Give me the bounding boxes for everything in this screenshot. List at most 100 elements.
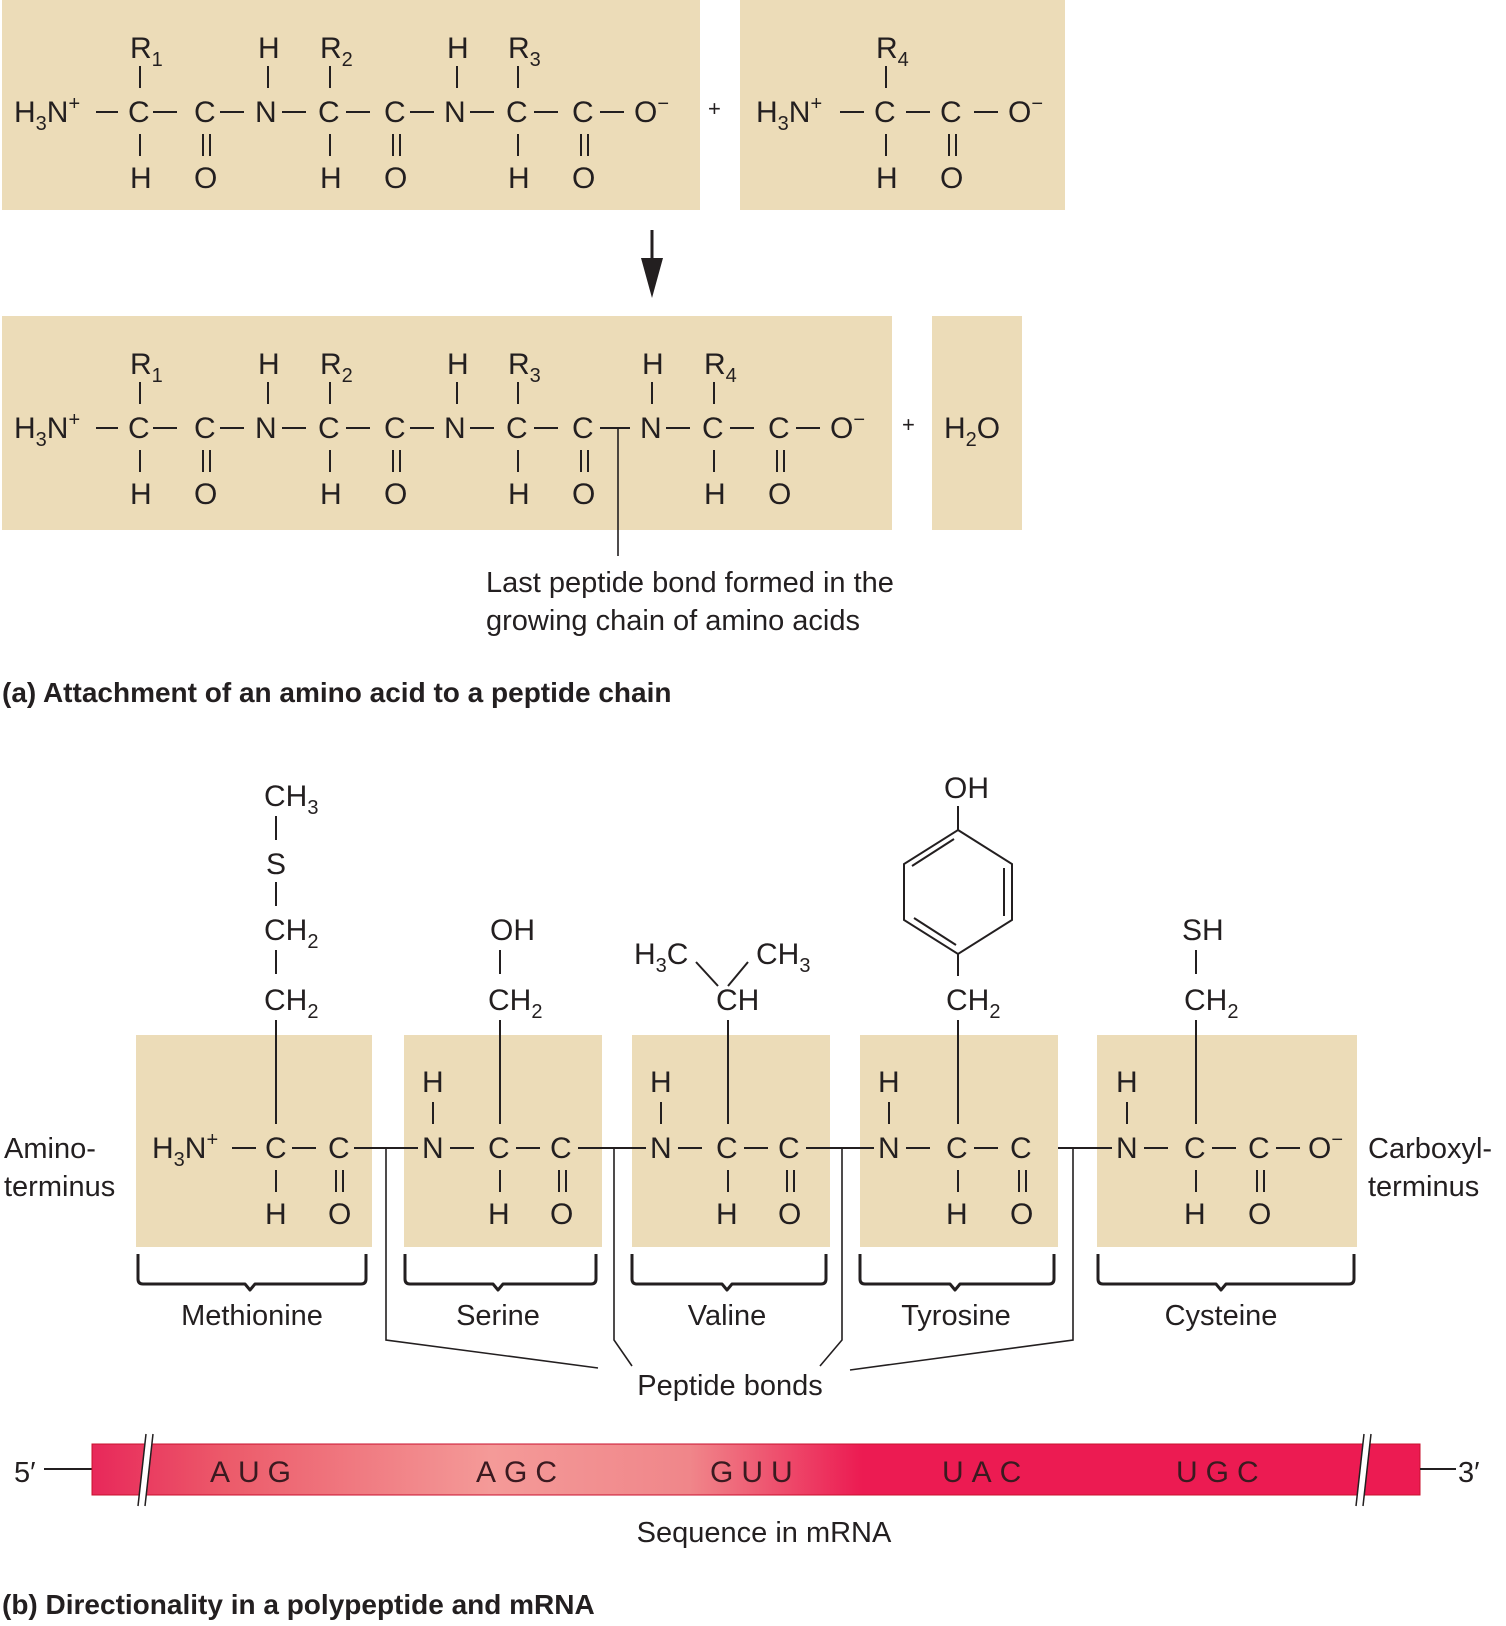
- svg-text:CH3: CH3: [756, 938, 810, 977]
- five-prime-label: 5′: [14, 1457, 36, 1489]
- svg-text:N: N: [255, 412, 277, 445]
- water-box: [932, 316, 1022, 530]
- plus-sign: +: [708, 96, 721, 121]
- methionine-label: Methionine: [181, 1300, 323, 1332]
- svg-text:N: N: [444, 412, 466, 445]
- peptide-bonds-leaders: [385, 1148, 1074, 1371]
- svg-text:C: C: [940, 96, 962, 129]
- svg-text:O: O: [328, 1198, 351, 1231]
- panel-a: H3N+ C C N C C N C C O− R1 H R2: [2, 0, 1065, 708]
- residue-braces: [136, 1254, 1356, 1292]
- annotation-line2: growing chain of amino acids: [486, 605, 860, 637]
- tyrosine-structure: OH CH2 H N C C H O: [878, 772, 1033, 1231]
- svg-text:C: C: [328, 1132, 350, 1165]
- svg-text:H: H: [650, 1066, 672, 1099]
- svg-text:CH2: CH2: [264, 984, 318, 1023]
- reaction-arrow-icon: [641, 230, 663, 298]
- svg-text:C: C: [1010, 1132, 1032, 1165]
- valine-structure: H3C CH3 CH H N C C H O: [634, 938, 810, 1231]
- svg-text:O: O: [194, 478, 217, 511]
- svg-text:C: C: [318, 412, 340, 445]
- svg-text:OH: OH: [490, 914, 535, 947]
- svg-text:O: O: [384, 478, 407, 511]
- svg-text:CH2: CH2: [488, 984, 542, 1023]
- tetrapeptide-structure: H3N+ C C N C C N C C N C C O− R: [14, 348, 865, 511]
- tripeptide-structure: H3N+ C C N C C N C C O− R1 H R2: [14, 32, 669, 195]
- svg-text:H: H: [258, 32, 280, 65]
- svg-text:N: N: [422, 1132, 444, 1165]
- svg-text:O: O: [778, 1198, 801, 1231]
- svg-text:C: C: [194, 96, 216, 129]
- three-prime-label: 3′: [1458, 1457, 1480, 1489]
- panel-a-caption: (a) Attachment of an amino acid to a pep…: [2, 677, 671, 708]
- svg-text:N: N: [650, 1132, 672, 1165]
- svg-text:H: H: [130, 478, 152, 511]
- svg-text:H: H: [642, 348, 664, 381]
- svg-text:H: H: [320, 478, 342, 511]
- carboxyl-terminus-line1: Carboxyl-: [1368, 1133, 1492, 1165]
- panel-b: Amino- terminus Carboxyl- terminus CH3 S…: [2, 772, 1492, 1620]
- svg-text:H: H: [447, 32, 469, 65]
- svg-text:OH: OH: [944, 772, 989, 805]
- svg-text:N: N: [640, 412, 662, 445]
- amino-acid-box: [740, 0, 1065, 210]
- cysteine-box: [1097, 1035, 1357, 1247]
- product-chain-box: [2, 316, 892, 530]
- svg-text:O: O: [1010, 1198, 1033, 1231]
- svg-text:H: H: [876, 162, 898, 195]
- svg-text:H: H: [258, 348, 280, 381]
- svg-text:H: H: [1116, 1066, 1138, 1099]
- codon-agc: AGC: [476, 1456, 565, 1489]
- svg-text:CH2: CH2: [1184, 984, 1238, 1023]
- codon-aug: AUG: [210, 1456, 299, 1489]
- codon-guu: GUU: [710, 1456, 801, 1489]
- peptide-bonds-label: Peptide bonds: [637, 1370, 822, 1402]
- mrna-strand: 5′ 3′ AUG AGC GUU UAC UGC: [14, 1433, 1480, 1507]
- svg-text:H: H: [508, 162, 530, 195]
- mrna-sequence-label: Sequence in mRNA: [637, 1517, 892, 1549]
- svg-text:O: O: [768, 478, 791, 511]
- annotation-line1: Last peptide bond formed in the: [486, 567, 894, 599]
- valine-box: [632, 1035, 830, 1247]
- svg-text:O: O: [572, 162, 595, 195]
- peptide-chain-box: [2, 0, 700, 210]
- carboxyl-terminus-line2: terminus: [1368, 1171, 1479, 1203]
- svg-text:C: C: [318, 96, 340, 129]
- svg-text:H: H: [320, 162, 342, 195]
- svg-text:CH2: CH2: [946, 984, 1000, 1023]
- svg-text:C: C: [128, 412, 150, 445]
- serine-label: Serine: [456, 1300, 540, 1332]
- amino-terminus-line1: Amino-: [4, 1133, 96, 1165]
- svg-text:CH2: CH2: [264, 914, 318, 953]
- svg-text:O: O: [194, 162, 217, 195]
- svg-text:N: N: [444, 96, 466, 129]
- svg-text:H3N+: H3N+: [14, 409, 80, 451]
- svg-text:N: N: [255, 96, 277, 129]
- svg-text:H: H: [704, 478, 726, 511]
- svg-text:H: H: [508, 478, 530, 511]
- panel-b-caption: (b) Directionality in a polypeptide and …: [2, 1589, 595, 1620]
- svg-text:C: C: [506, 412, 528, 445]
- svg-text:S: S: [266, 848, 286, 881]
- plus-sign-2: +: [902, 412, 915, 437]
- svg-text:C: C: [874, 96, 896, 129]
- svg-text:C: C: [488, 1132, 510, 1165]
- svg-text:O: O: [384, 162, 407, 195]
- svg-text:C: C: [1248, 1132, 1270, 1165]
- svg-text:N: N: [1116, 1132, 1138, 1165]
- svg-text:C: C: [778, 1132, 800, 1165]
- svg-text:H: H: [422, 1066, 444, 1099]
- svg-text:H3C: H3C: [634, 938, 688, 977]
- tyrosine-label: Tyrosine: [901, 1300, 1011, 1332]
- svg-text:C: C: [384, 412, 406, 445]
- svg-text:H: H: [130, 162, 152, 195]
- svg-text:C: C: [946, 1132, 968, 1165]
- codon-ugc: UGC: [1176, 1456, 1267, 1489]
- svg-text:H: H: [447, 348, 469, 381]
- svg-text:C: C: [572, 412, 594, 445]
- svg-text:C: C: [128, 96, 150, 129]
- svg-text:H: H: [878, 1066, 900, 1099]
- svg-text:C: C: [572, 96, 594, 129]
- r3-label: R3: [508, 32, 541, 71]
- svg-text:C: C: [194, 412, 216, 445]
